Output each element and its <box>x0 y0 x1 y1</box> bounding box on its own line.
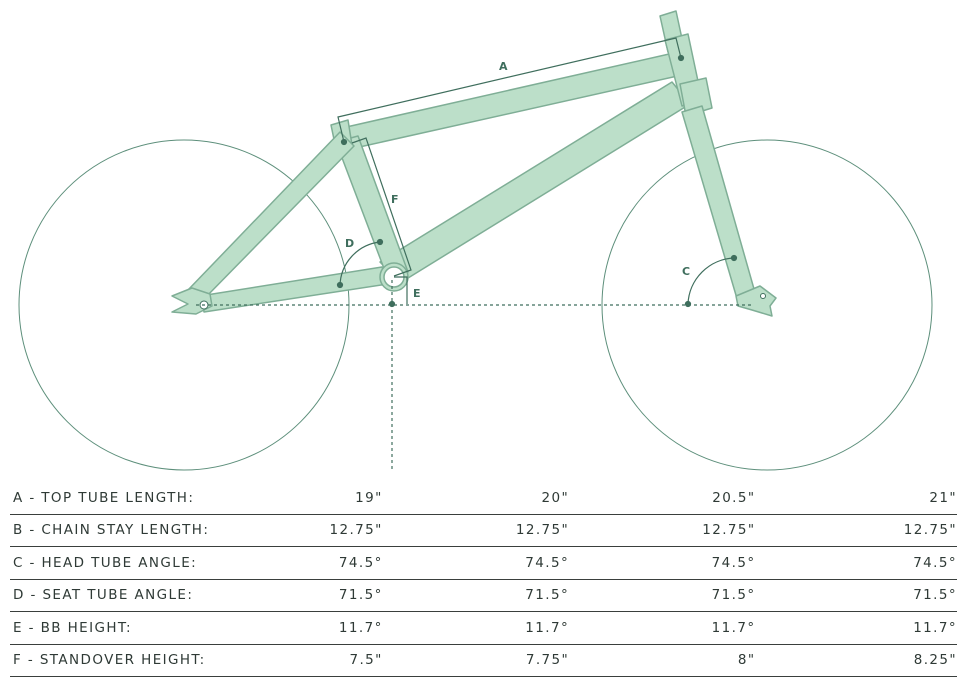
geometry-spec-table: A - TOP TUBE LENGTH: 19" 20" 20.5" 21" B… <box>10 482 957 677</box>
front-wheel <box>601 139 933 471</box>
spec-value: 71.5° <box>226 579 383 612</box>
table-row: C - HEAD TUBE ANGLE: 74.5° 74.5° 74.5° 7… <box>10 546 957 580</box>
spec-value: 12.75" <box>569 514 756 547</box>
spec-value: 7.5" <box>226 644 383 677</box>
table-row: A - TOP TUBE LENGTH: 19" 20" 20.5" 21" <box>10 482 957 515</box>
front-dropout <box>735 285 777 317</box>
spec-value: 74.5° <box>755 546 957 580</box>
spec-value: 12.75" <box>755 514 957 547</box>
spec-value: 19" <box>226 482 383 515</box>
spec-value: 11.7° <box>755 611 957 645</box>
dim-f-line <box>351 137 412 277</box>
spec-value: 11.7° <box>569 611 756 645</box>
spec-value: 8.25" <box>755 644 957 677</box>
dim-e-line <box>394 276 408 304</box>
spec-value: 20" <box>382 482 570 515</box>
spec-label: F - STANDOVER HEIGHT: <box>10 644 227 677</box>
dim-label-a: A <box>499 60 508 73</box>
dim-d-arc <box>339 241 381 287</box>
spec-value: 74.5° <box>226 546 383 580</box>
spec-value: 11.7° <box>382 611 570 645</box>
dim-label-e: E <box>413 287 421 300</box>
spec-label: D - SEAT TUBE ANGLE: <box>10 579 227 612</box>
spec-value: 11.7° <box>226 611 383 645</box>
spec-value: 74.5° <box>569 546 756 580</box>
dim-label-d: D <box>345 237 354 250</box>
table-row: B - CHAIN STAY LENGTH: 12.75" 12.75" 12.… <box>10 514 957 547</box>
spec-value: 21" <box>755 482 957 515</box>
dim-c-arc <box>687 257 735 305</box>
spec-value: 12.75" <box>382 514 570 547</box>
spec-value: 8" <box>569 644 756 677</box>
spec-value: 71.5° <box>569 579 756 612</box>
spec-label: A - TOP TUBE LENGTH: <box>10 482 227 515</box>
front-axle <box>760 293 766 299</box>
fork-crown <box>679 77 713 117</box>
spec-label: E - BB HEIGHT: <box>10 611 227 645</box>
dim-a-line <box>337 37 682 143</box>
dim-label-f: F <box>391 193 399 206</box>
spec-value: 20.5" <box>569 482 756 515</box>
table-row: E - BB HEIGHT: 11.7° 11.7° 11.7° 11.7° <box>10 611 957 645</box>
spec-value: 71.5° <box>755 579 957 612</box>
spec-value: 71.5° <box>382 579 570 612</box>
bike-geometry-diagram: A F D C E <box>18 10 933 471</box>
spec-label: B - CHAIN STAY LENGTH: <box>10 514 227 547</box>
spec-value: 12.75" <box>226 514 383 547</box>
spec-value: 74.5° <box>382 546 570 580</box>
dimension-lines <box>196 37 752 470</box>
table-row: D - SEAT TUBE ANGLE: 71.5° 71.5° 71.5° 7… <box>10 579 957 612</box>
spec-label: C - HEAD TUBE ANGLE: <box>10 546 227 580</box>
table-row: F - STANDOVER HEIGHT: 7.5" 7.75" 8" 8.25… <box>10 644 957 677</box>
fork-leg <box>681 105 757 303</box>
dim-label-c: C <box>682 265 690 278</box>
spec-value: 7.75" <box>382 644 570 677</box>
